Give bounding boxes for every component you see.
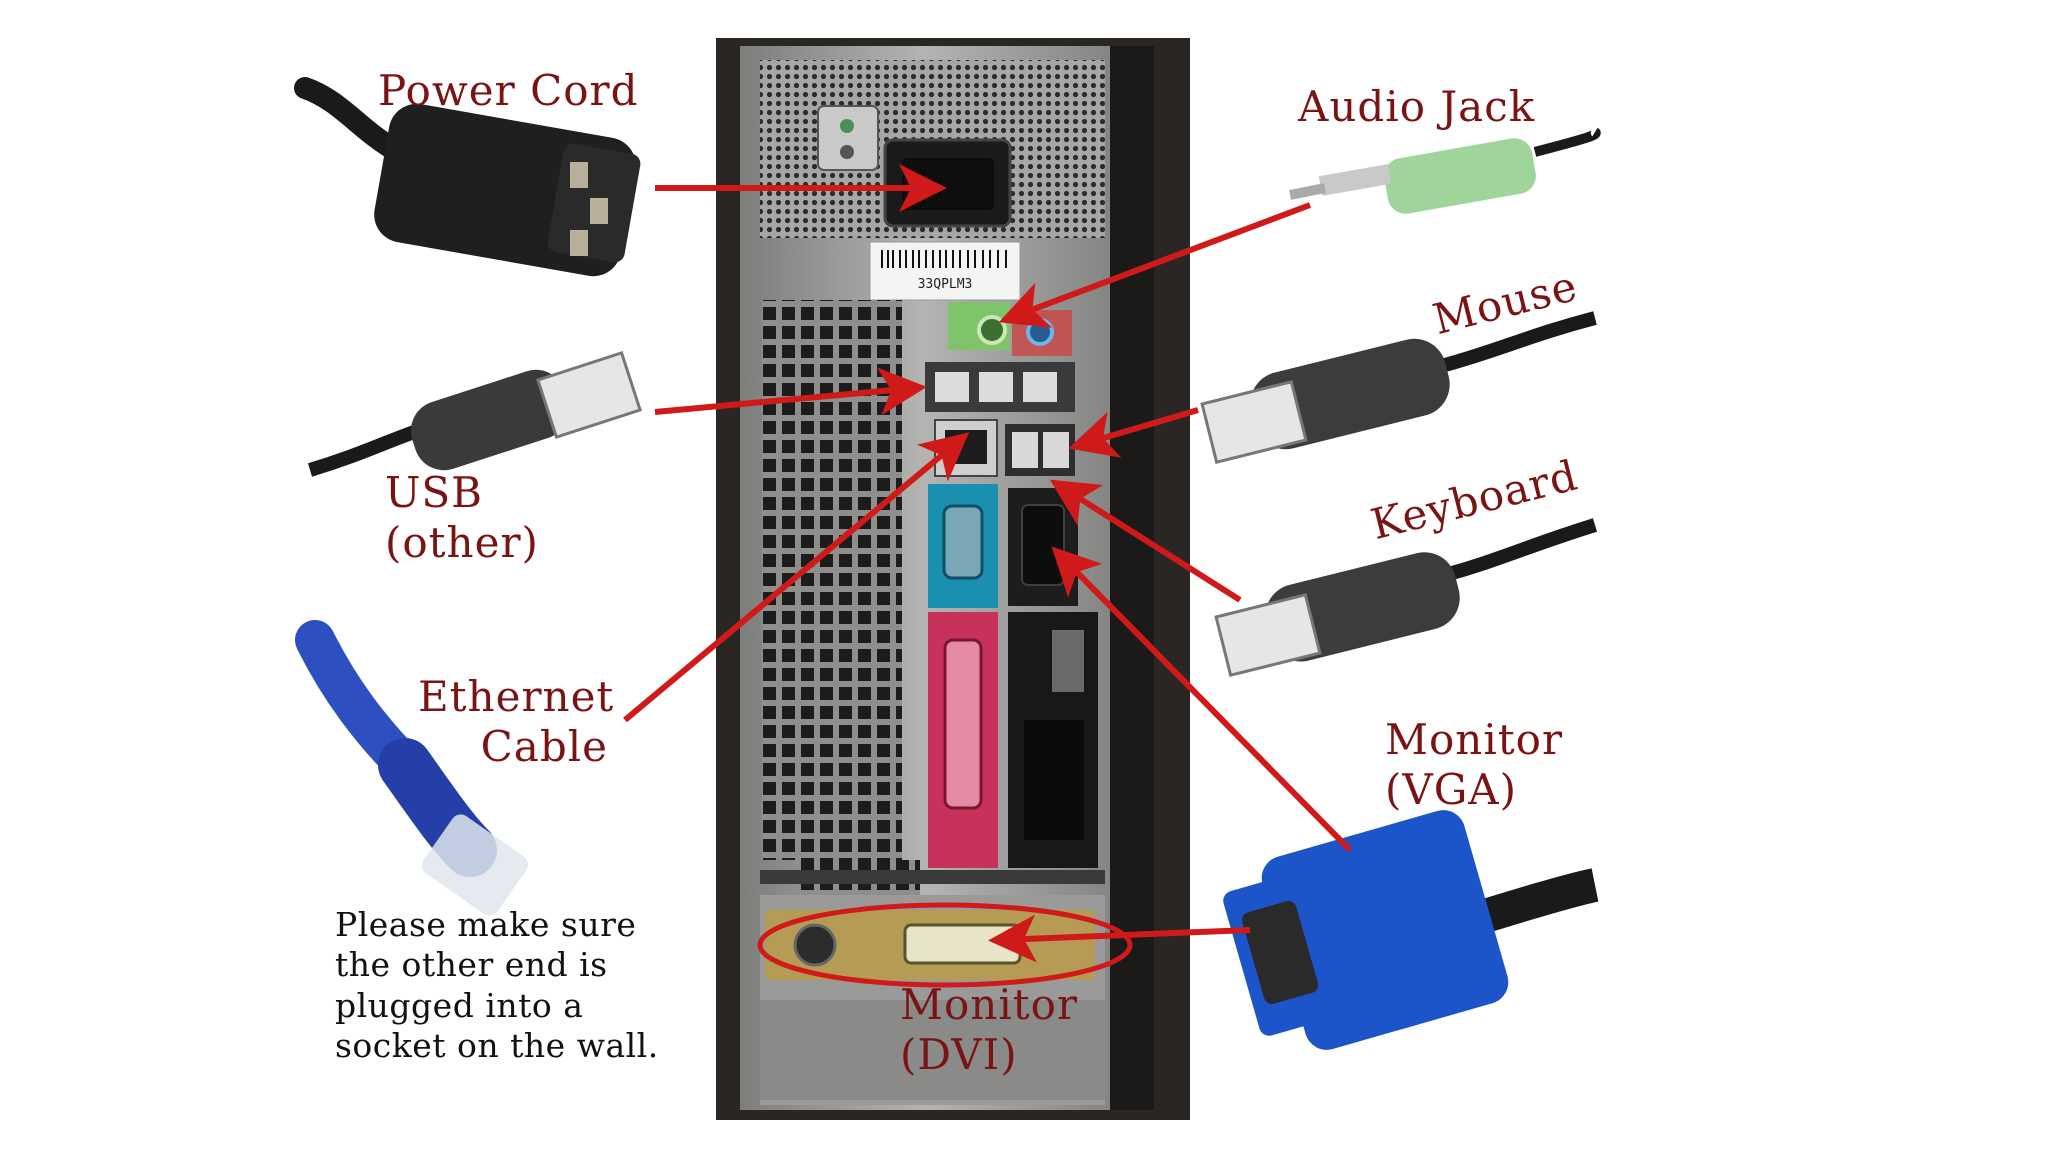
pointer-arrows — [623, 164, 1353, 963]
power-cord-picture — [294, 77, 641, 277]
ps2-port — [793, 923, 837, 967]
label-usb-line1: USB — [385, 468, 484, 517]
arrow-usb-other — [654, 367, 927, 416]
label-power-cord: Power Cord — [378, 66, 639, 115]
case-vent-grill — [762, 300, 902, 860]
usb-other-plug-picture — [307, 350, 643, 477]
note-line-1: Please make sure — [335, 905, 637, 944]
label-monitor-vga: Monitor (VGA) — [1385, 715, 1563, 814]
dvi-port — [903, 923, 1022, 965]
computer-case-back: 33QPLM3 — [716, 38, 1190, 1120]
note-line-3: plugged into a — [335, 985, 584, 1025]
arrow-audio-jack — [998, 202, 1312, 328]
note-line-2: the other end is — [335, 945, 608, 985]
arrow-mouse — [1068, 407, 1199, 458]
vga-connector-picture — [1223, 810, 1599, 1050]
label-monitor-vga-line1: Monitor — [1385, 715, 1564, 764]
arrow-ethernet — [623, 432, 970, 723]
label-usb-line2: (other) — [385, 517, 539, 567]
label-monitor-vga-line2: (VGA) — [1385, 764, 1517, 814]
audio-line-out-port — [977, 315, 1007, 345]
note-line-4: socket on the wall. — [335, 1025, 659, 1065]
usb-keyboard-plug-picture — [1214, 518, 1598, 678]
audio-jack-picture — [1289, 127, 1601, 214]
wall-socket-note: Please make sure the other end is plugge… — [335, 905, 695, 1066]
dvi-highlight-ellipse — [757, 902, 1133, 988]
label-ethernet-line1: Ethernet — [418, 672, 615, 721]
service-tag-text: 33QPLM3 — [918, 277, 973, 292]
audio-line-in-port — [1026, 318, 1054, 346]
label-monitor-dvi-line1: Monitor — [900, 980, 1079, 1029]
label-ethernet-line2: Cable — [480, 721, 608, 771]
arrow-keyboard — [1049, 479, 1242, 603]
ethernet-cable-picture — [295, 620, 529, 916]
label-usb-other: USB (other) — [385, 468, 539, 567]
label-ethernet-cable: Ethernet Cable — [418, 672, 615, 771]
label-audio-jack: Audio Jack — [1298, 82, 1536, 131]
label-monitor-dvi-line2: (DVI) — [900, 1029, 1018, 1079]
arrow-monitor-vga — [1051, 546, 1353, 853]
usb-mouse-plug-picture — [1200, 311, 1597, 465]
label-monitor-dvi: Monitor (DVI) — [900, 980, 1078, 1079]
